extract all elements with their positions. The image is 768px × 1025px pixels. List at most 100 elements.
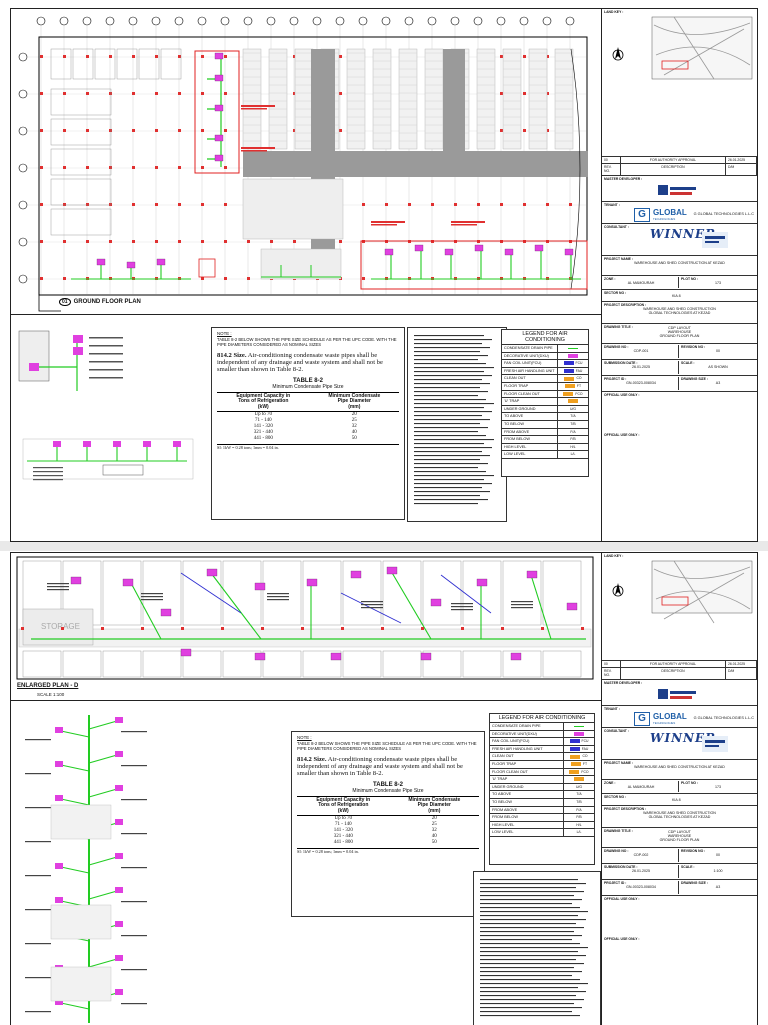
column <box>40 240 43 243</box>
note-heading: NOTE : <box>297 735 312 740</box>
column <box>546 203 549 206</box>
ac-unit <box>115 955 123 961</box>
enlarged-plan-scale: SCALE 1:100 <box>37 692 65 697</box>
column <box>181 627 184 630</box>
ac-unit <box>115 785 123 791</box>
column <box>63 166 66 169</box>
legend-code: F/B <box>576 815 582 820</box>
note-text: TABLE 8-2 BELOW SHOWS THE PIPE SIZE SCHE… <box>217 336 397 348</box>
annotation-line <box>25 1011 51 1013</box>
plan-title-text: GROUND FLOOR PLAN <box>73 299 141 305</box>
legend-code: FT <box>576 383 582 388</box>
note-line <box>480 935 582 937</box>
room <box>382 560 422 626</box>
room <box>50 178 112 206</box>
capacity-cell: 441 - 800 <box>333 840 353 846</box>
grid-bubble <box>128 16 138 26</box>
ac-unit <box>474 244 484 252</box>
legend-symbol: F/B <box>564 814 594 821</box>
north-arrow-icon <box>615 47 621 59</box>
column <box>500 203 503 206</box>
rack <box>554 48 574 150</box>
diameter-cell: 50 <box>431 840 437 846</box>
legend-label: LOW LEVEL <box>502 451 558 458</box>
annotation-line <box>361 601 383 603</box>
note-line <box>480 1015 580 1017</box>
annotation-line <box>47 589 69 591</box>
legend-swatch <box>570 762 581 767</box>
column <box>339 92 342 95</box>
detail-note-line <box>33 471 63 473</box>
annotation-line <box>451 609 473 611</box>
annotation-line <box>121 1003 147 1005</box>
legend-panel-1: LEGEND FOR AIR CONDITIONING CONDENSATE D… <box>501 329 589 477</box>
column <box>501 627 504 630</box>
rack <box>528 48 548 150</box>
annotation-line <box>451 603 473 605</box>
column <box>132 92 135 95</box>
legend-label: FLOOR TRAP <box>490 760 564 768</box>
annotation-line <box>25 739 51 741</box>
annotation-line <box>267 593 289 595</box>
detail-box <box>102 464 144 476</box>
column <box>201 203 204 206</box>
grid-bubble <box>18 89 28 99</box>
room <box>102 650 142 678</box>
legend-item: FAN COIL UNIT(FCU)FCU <box>502 360 588 368</box>
legend-item: CONDENSATE DRAIN PIPE <box>490 723 594 731</box>
ac-unit <box>29 363 39 371</box>
column <box>293 92 296 95</box>
legend-label: TO BELOW <box>502 420 558 428</box>
legend-item: DECORATIVE UNIT(DXU) <box>490 730 594 739</box>
column <box>178 55 181 58</box>
legend-symbol: FCO <box>558 391 588 398</box>
note-line <box>414 371 484 373</box>
grid-bubble <box>243 16 253 26</box>
column <box>224 166 227 169</box>
ac-unit <box>122 578 134 587</box>
legend-label: FLOOR TRAP <box>502 382 558 390</box>
annotation-line <box>121 901 147 903</box>
legend-symbol <box>564 731 594 738</box>
column <box>155 129 158 132</box>
grid-bubble <box>18 52 28 62</box>
column <box>541 627 544 630</box>
ac-unit <box>510 652 522 661</box>
column <box>341 627 344 630</box>
legend-swatch <box>569 739 580 744</box>
condensate-branch <box>60 1002 90 1010</box>
legend-label: FROM ABOVE <box>490 806 564 814</box>
column <box>178 92 181 95</box>
legend-code: F/A <box>576 807 582 812</box>
ac-unit <box>115 921 123 927</box>
legend-code: FCO <box>581 769 589 774</box>
legend-item: FROM ABOVE F/A <box>490 806 594 815</box>
grid-bubble <box>151 16 161 26</box>
legend-symbol: F/A <box>564 807 594 814</box>
legend-label: CLEAN OUT <box>502 375 558 382</box>
column <box>201 92 204 95</box>
annotation-line <box>121 799 147 801</box>
column <box>86 92 89 95</box>
ac-unit <box>386 566 398 575</box>
note-line <box>414 483 492 485</box>
column <box>178 240 181 243</box>
column <box>546 129 549 132</box>
legend-item: 'U' TRAP <box>490 776 594 784</box>
annotation-line <box>25 807 51 809</box>
room <box>462 560 502 626</box>
ac-unit <box>55 863 63 869</box>
rack <box>398 48 418 150</box>
column <box>301 627 304 630</box>
legend-swatch <box>564 384 575 389</box>
note-line <box>414 411 492 413</box>
room <box>222 560 262 626</box>
